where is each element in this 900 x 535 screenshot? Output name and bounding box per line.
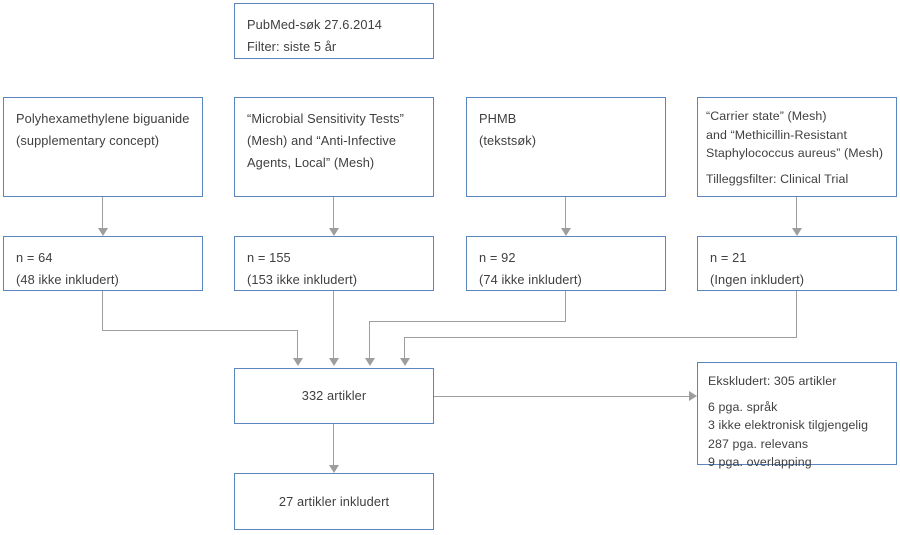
connector-result4-down xyxy=(796,291,798,338)
arrow-merge-4 xyxy=(400,358,410,366)
result-box-1-count: n = 64 xyxy=(16,250,53,265)
search-box-line-2: Filter: siste 5 år xyxy=(247,39,337,54)
arrow-query2-result2 xyxy=(329,228,339,236)
query-box-3-paragraph-1: PHMB (tekstsøk) xyxy=(479,108,653,152)
query-box-4-line-3: Staphylococcus aureus” (Mesh) xyxy=(706,146,884,161)
result-box-1-excluded: (48 ikke inkludert) xyxy=(16,272,119,287)
excluded-reason-4: 9 pga. overlapping xyxy=(708,455,812,470)
arrow-query3-result3 xyxy=(561,228,571,236)
total-box-label: 332 artikler xyxy=(301,388,367,403)
result-box-3-excluded: (74 ikke inkludert) xyxy=(479,272,582,287)
connector-query1-result1 xyxy=(102,197,104,228)
connector-total-excluded xyxy=(434,396,689,398)
connector-query4-result4 xyxy=(796,197,798,228)
excluded-box-reasons: 6 pga. språk 3 ikke elektronisk tilgjeng… xyxy=(708,398,886,472)
result-box-2: n = 155 (153 ikke inkludert) xyxy=(234,236,434,291)
included-box-label: 27 artikler inkludert xyxy=(278,493,390,509)
query-box-3-line-1: PHMB xyxy=(479,111,517,126)
query-box-2-line-1: “Microbial Sensitivity Tests” xyxy=(247,111,404,126)
query-box-2: “Microbial Sensitivity Tests” (Mesh) and… xyxy=(234,97,434,197)
result-box-2-excluded: (153 ikke inkludert) xyxy=(247,272,358,287)
connector-query2-result2 xyxy=(333,197,335,228)
connector-result3-dropin xyxy=(369,321,371,358)
result-box-4-excluded: (Ingen inkludert) xyxy=(710,272,805,287)
connector-result4-horizontal xyxy=(404,337,797,339)
connector-result1-horizontal xyxy=(102,330,298,332)
connector-result1-dropin xyxy=(297,330,299,358)
excluded-box-heading: Ekskludert: 305 artikler xyxy=(708,374,837,388)
connector-result1-down xyxy=(102,291,104,331)
excluded-reason-3: 287 pga. relevans xyxy=(708,436,809,451)
query-box-3: PHMB (tekstsøk) xyxy=(466,97,666,197)
search-box-line-1: PubMed-søk 27.6.2014 xyxy=(247,17,383,32)
query-box-3-line-2: (tekstsøk) xyxy=(479,133,537,148)
arrow-merge-2 xyxy=(329,358,339,366)
excluded-reason-2: 3 ikke elektronisk tilgjengelig xyxy=(708,418,869,433)
connector-query3-result3 xyxy=(565,197,567,228)
arrow-merge-3 xyxy=(365,358,375,366)
query-box-2-line-2: (Mesh) and “Anti-Infective xyxy=(247,133,397,148)
query-box-4-line-2: and “Methicillin-Resistant xyxy=(706,127,848,142)
total-box: 332 artikler xyxy=(234,368,434,424)
query-box-4: “Carrier state” (Mesh) and “Methicillin-… xyxy=(697,97,897,197)
result-box-3: n = 92 (74 ikke inkludert) xyxy=(466,236,666,291)
excluded-box: Ekskludert: 305 artikler 6 pga. språk 3 … xyxy=(697,362,897,469)
excluded-reason-1: 6 pga. språk xyxy=(708,399,778,414)
query-box-4-paragraph-1: “Carrier state” (Mesh) and “Methicillin-… xyxy=(706,107,888,163)
result-box-4-count: n = 21 xyxy=(710,250,747,265)
arrow-query4-result4 xyxy=(792,228,802,236)
query-box-2-line-3: Agents, Local” (Mesh) xyxy=(247,155,375,170)
search-box: PubMed-søk 27.6.2014 Filter: siste 5 år xyxy=(234,3,434,59)
query-box-1-line-1: Polyhexamethylene biguanide xyxy=(16,111,190,126)
query-box-1-line-2: (supplementary concept) xyxy=(16,133,160,148)
query-box-4-line-4: Tilleggsfilter: Clinical Trial xyxy=(706,171,849,186)
arrow-total-excluded xyxy=(689,391,697,401)
arrow-merge-1 xyxy=(293,358,303,366)
result-box-1: n = 64 (48 ikke inkludert) xyxy=(3,236,203,291)
result-box-2-count: n = 155 xyxy=(247,250,291,265)
query-box-4-paragraph-2: Tilleggsfilter: Clinical Trial xyxy=(706,170,888,189)
arrow-total-included xyxy=(329,465,339,473)
connector-result4-dropin xyxy=(404,337,406,358)
query-box-4-line-1: “Carrier state” (Mesh) xyxy=(706,109,827,123)
query-box-2-paragraph-1: “Microbial Sensitivity Tests” (Mesh) and… xyxy=(247,108,421,174)
excluded-box-heading-group: Ekskludert: 305 artikler xyxy=(708,372,886,391)
included-box: 27 artikler inkludert xyxy=(234,473,434,530)
result-box-3-count: n = 92 xyxy=(479,250,516,265)
arrow-query1-result1 xyxy=(98,228,108,236)
connector-total-included xyxy=(333,424,335,465)
connector-result2-down xyxy=(333,291,335,358)
connector-result3-down xyxy=(565,291,567,322)
connector-result3-horizontal xyxy=(369,321,566,323)
query-box-1-paragraph-1: Polyhexamethylene biguanide (supplementa… xyxy=(16,108,190,152)
result-box-4: n = 21 (Ingen inkludert) xyxy=(697,236,897,291)
query-box-1: Polyhexamethylene biguanide (supplementa… xyxy=(3,97,203,197)
